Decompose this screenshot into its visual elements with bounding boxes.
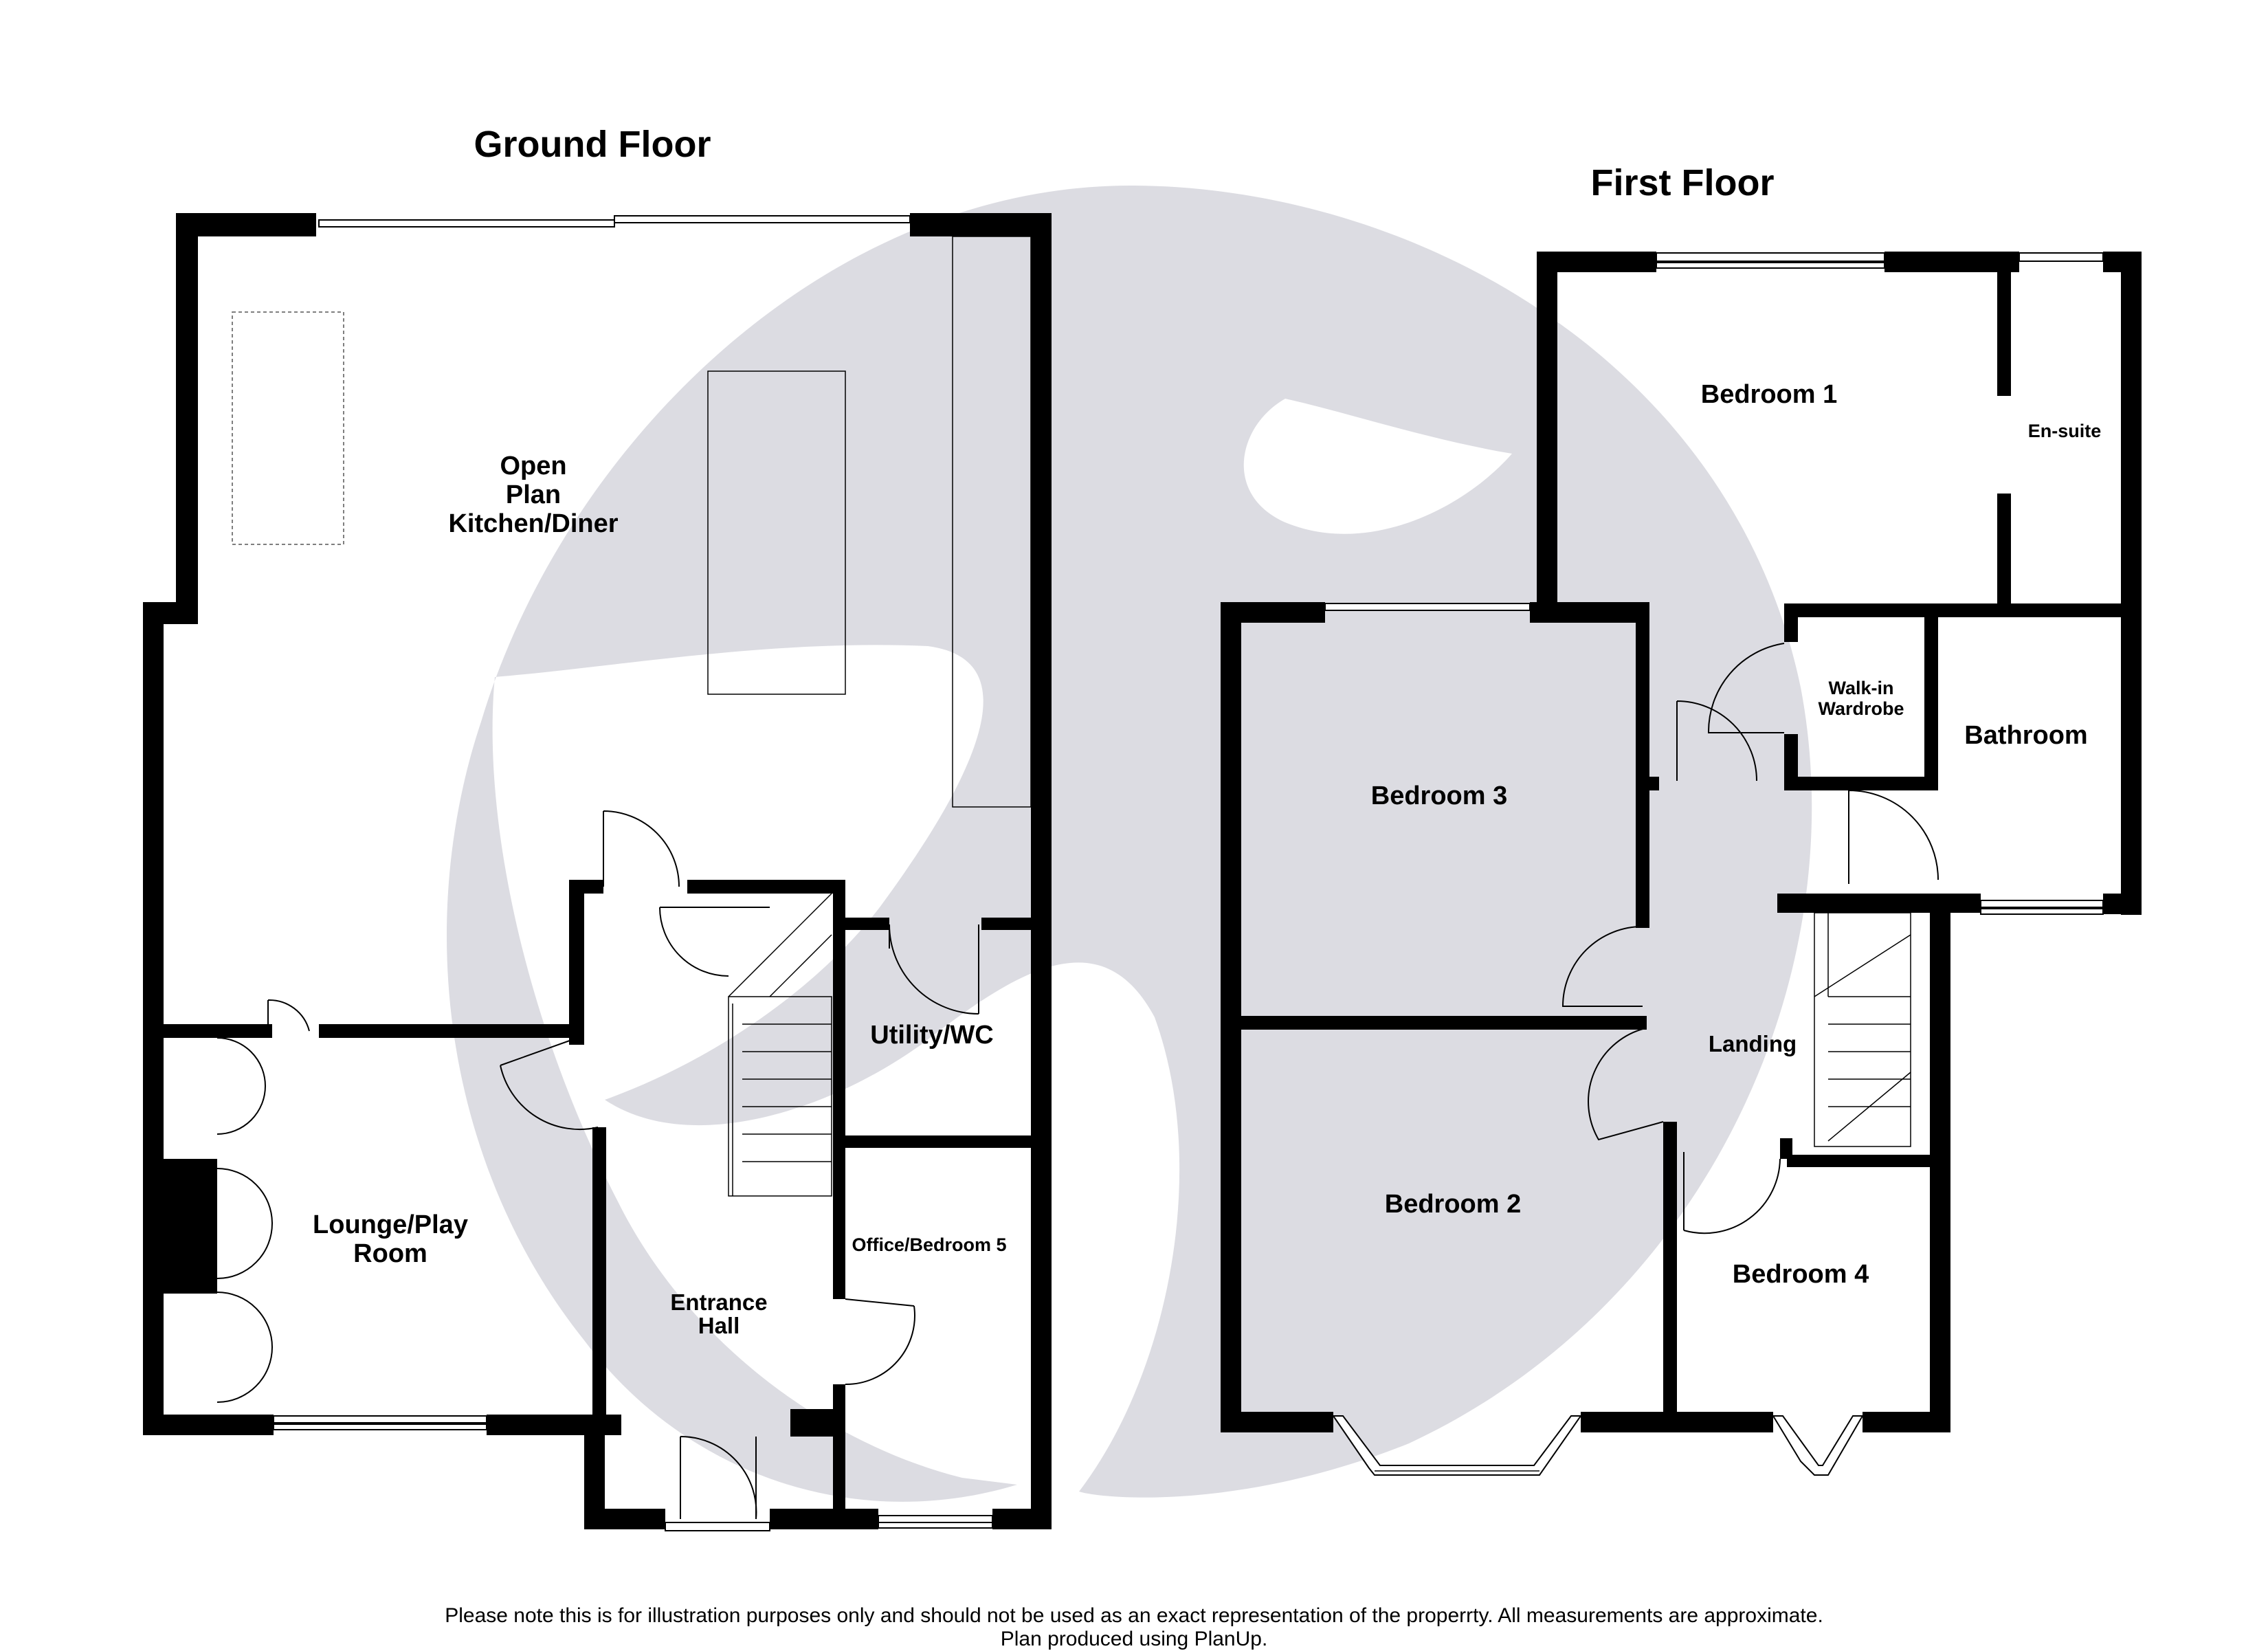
wardrobe-label-line1: Walk-in	[1828, 678, 1893, 698]
lounge-label: Lounge/Play Room	[313, 1210, 468, 1268]
ground-floor-walls	[143, 213, 1052, 1529]
ground-floor-fittings	[216, 236, 1032, 1520]
kitchen-label-line2: Plan	[506, 480, 561, 509]
ground-floor-windows	[273, 215, 993, 1531]
planup-credit: Plan produced using PlanUp.	[1000, 1628, 1268, 1650]
hall-label-line2: Hall	[698, 1313, 740, 1338]
walk-in-wardrobe-label: Walk-in Wardrobe	[1818, 678, 1904, 719]
lounge-label-line1: Lounge/Play	[313, 1210, 468, 1239]
bathroom-label: Bathroom	[1964, 721, 2087, 750]
bedroom4-label: Bedroom 4	[1733, 1260, 1869, 1289]
kitchen-label-line3: Kitchen/Diner	[448, 509, 618, 538]
watermark-logo	[447, 186, 1812, 1502]
first-floor-title: First Floor	[1591, 162, 1775, 203]
entrance-hall-label: Entrance Hall	[670, 1289, 767, 1338]
first-floor-fittings	[1561, 643, 1939, 1234]
ensuite-label: En-suite	[2028, 421, 2102, 441]
bedroom2-label: Bedroom 2	[1385, 1190, 1521, 1219]
bedroom3-label: Bedroom 3	[1371, 782, 1507, 810]
wardrobe-label-line2: Wardrobe	[1818, 698, 1904, 719]
kitchen-diner-label: Open Plan Kitchen/Diner	[448, 452, 618, 538]
hall-label-line1: Entrance	[670, 1289, 767, 1315]
bedroom1-label: Bedroom 1	[1701, 380, 1837, 409]
office-bedroom5-label: Office/Bedroom 5	[852, 1234, 1006, 1255]
landing-label: Landing	[1709, 1031, 1797, 1056]
disclaimer-text: Please note this is for illustration pur…	[445, 1604, 1823, 1627]
lounge-label-line2: Room	[353, 1239, 427, 1268]
first-floor-windows	[1324, 252, 2104, 1476]
ground-floor-title: Ground Floor	[474, 124, 711, 165]
first-floor-walls	[1221, 252, 2142, 1432]
kitchen-label-line1: Open	[500, 452, 566, 480]
utility-wc-label: Utility/WC	[870, 1021, 993, 1050]
